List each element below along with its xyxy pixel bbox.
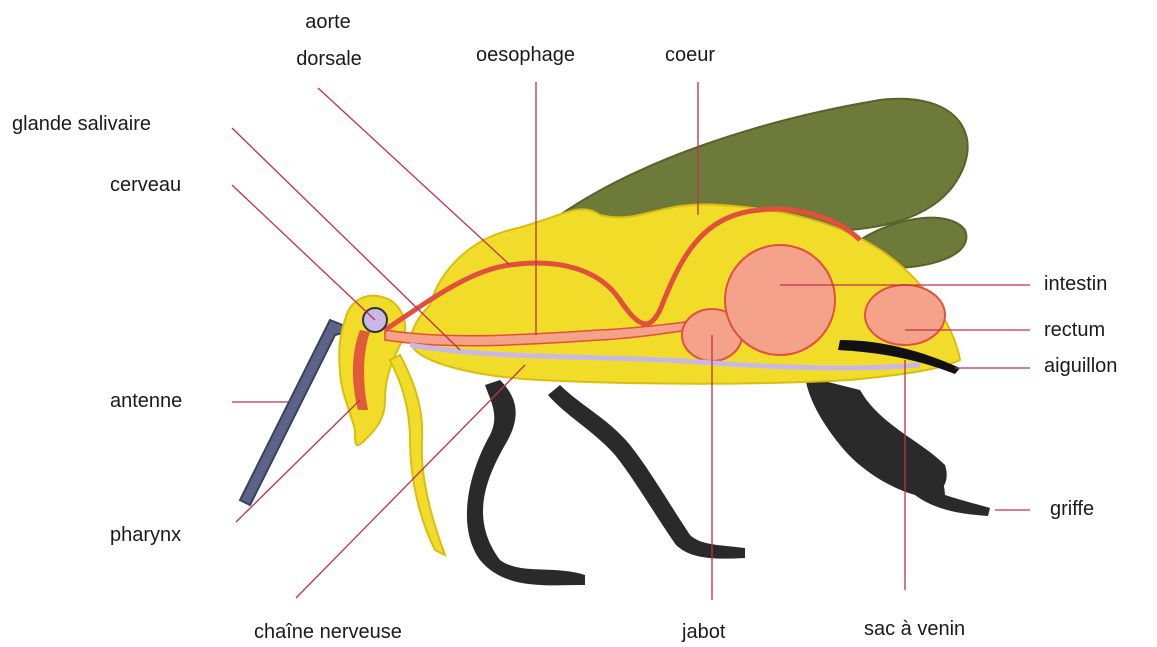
leader-cerveau [232,185,375,320]
label-jabot: jabot [682,620,725,644]
label-cerveau: cerveau [110,173,181,197]
label-oesophage: oesophage [476,43,575,67]
label-chaine-nerveuse: chaîne nerveuse [254,620,402,644]
label-aorte-dorsale-line1: aorte [288,10,368,34]
legs [467,375,990,585]
leader-aorte [318,88,510,265]
label-intestin: intestin [1044,272,1107,296]
label-griffe: griffe [1050,497,1094,521]
antenna-shape [240,320,355,505]
label-aiguillon: aiguillon [1044,354,1117,378]
label-rectum: rectum [1044,318,1105,342]
label-antenne: antenne [110,389,182,413]
label-glande-salivaire: glande salivaire [12,112,151,136]
label-aorte-dorsale-line2: dorsale [283,47,375,71]
leader-pharynx [236,400,360,522]
label-pharynx: pharynx [110,523,181,547]
label-sac-a-venin: sac à venin [864,617,965,641]
label-coeur: coeur [665,43,715,67]
middle-leg [548,385,745,559]
rectum-shape [865,285,945,345]
intestine-shape [725,245,835,355]
